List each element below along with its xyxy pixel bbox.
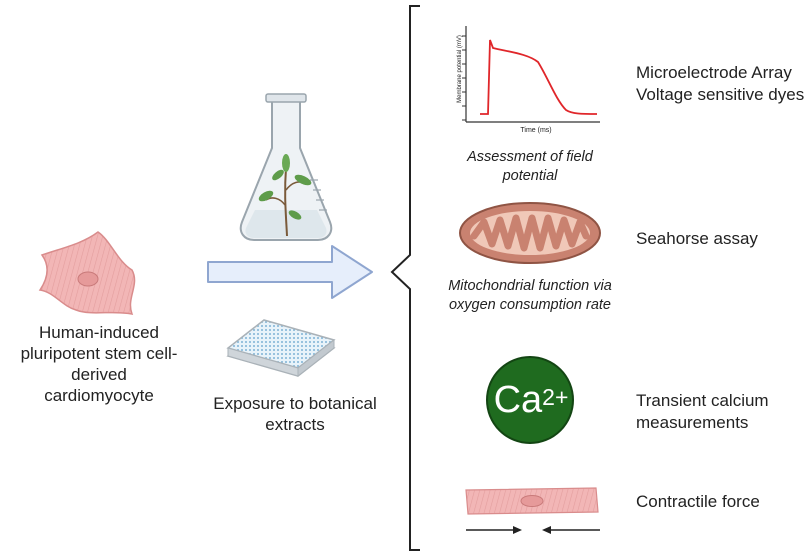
field-potential-caption: Assessment of field potential: [467, 149, 593, 184]
assay-mea-line1: Microelectrode Array: [636, 63, 792, 82]
mitochondria-caption: Mitochondrial function via oxygen consum…: [448, 278, 612, 313]
assay-seahorse-label: Seahorse assay: [636, 229, 758, 248]
assay-calcium-line1: Transient calcium: [636, 391, 769, 410]
exposure-arrow: [207, 245, 373, 299]
contraction-arrows: [466, 526, 600, 534]
action-potential-trace: [480, 39, 598, 115]
assay-mea-label: Microelectrode Array Voltage sensitive d…: [636, 62, 804, 106]
contractile-strip-icon: [465, 487, 599, 515]
assay-mea-line2: Voltage sensitive dyes: [636, 85, 805, 104]
cardiomyocyte-label: Human-induced pluripotent stem cell-deri…: [20, 323, 178, 405]
ap-y-axis-label: Membrane potential (mV): [457, 35, 463, 103]
grouping-bracket: [390, 5, 420, 551]
calcium-circle-icon: [486, 356, 574, 444]
action-potential-plot: [462, 26, 600, 123]
calcium-element: Ca: [493, 379, 543, 421]
ap-x-axis-label: Time (ms): [520, 127, 552, 134]
assay-calcium-line2: measurements: [636, 413, 749, 432]
calcium-symbol: Ca2+: [462, 378, 600, 422]
exposure-label: Exposure to botanical extracts: [213, 394, 377, 434]
cardiomyocyte-cell-icon: [38, 231, 136, 315]
mitochondrion-icon: [459, 202, 601, 264]
flask-with-plant-icon: [239, 93, 333, 241]
assay-contractile-label: Contractile force: [636, 492, 760, 511]
well-plate-icon: [226, 319, 336, 378]
calcium-charge: 2+: [542, 384, 569, 410]
assay-calcium-label: Transient calcium measurements: [636, 390, 769, 434]
